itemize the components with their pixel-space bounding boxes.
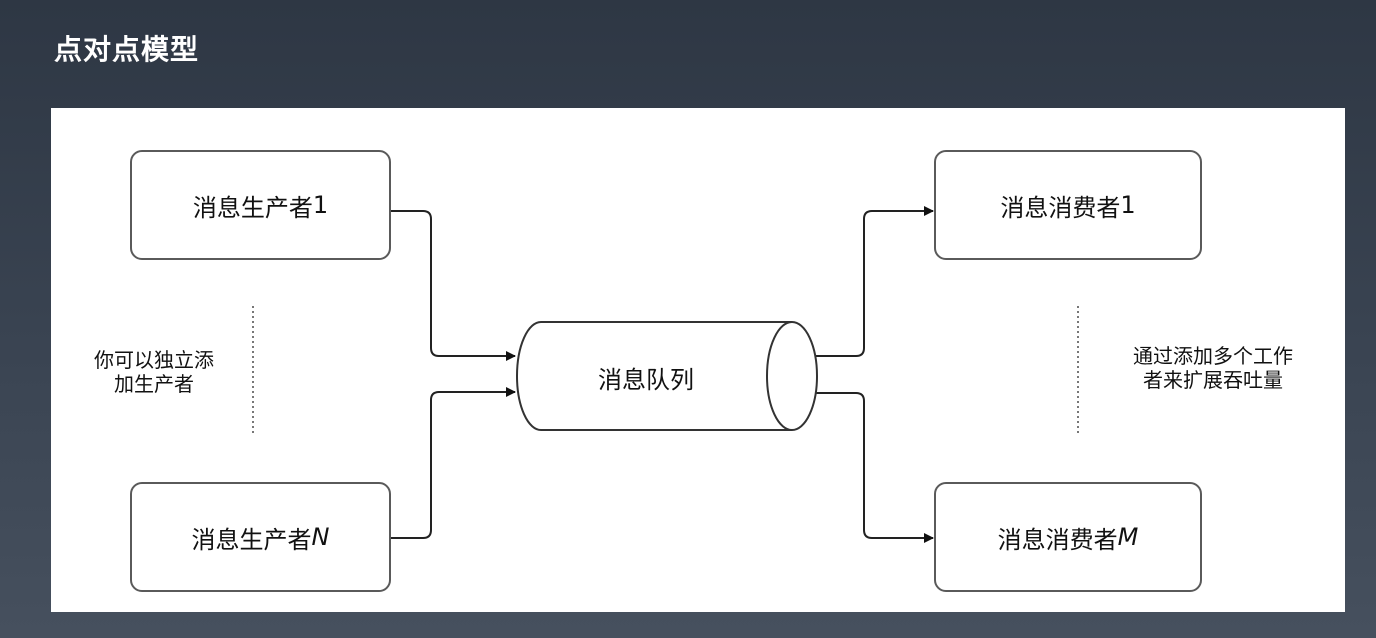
arrow-producer-n-to-queue bbox=[390, 387, 516, 539]
producer-note: 你可以独立添 加生产者 bbox=[69, 348, 239, 396]
consumer-1-suffix: 1 bbox=[1120, 191, 1136, 219]
producer-note-line-1: 你可以独立添 bbox=[94, 348, 214, 372]
message-queue-cylinder-end bbox=[766, 321, 818, 431]
consumer-m-suffix: M bbox=[1117, 523, 1139, 551]
producer-n-label: 消息生产者 bbox=[191, 525, 312, 554]
producer-note-line-2: 加生产者 bbox=[114, 372, 194, 396]
consumer-note-line-2: 者来扩展吞吐量 bbox=[1143, 368, 1283, 392]
producer-n-suffix: N bbox=[311, 523, 330, 551]
producer-1-label: 消息生产者 bbox=[192, 193, 313, 222]
page-title: 点对点模型 bbox=[54, 33, 200, 66]
arrow-queue-to-consumer-1 bbox=[816, 206, 934, 357]
consumer-1-label: 消息消费者 bbox=[1000, 193, 1121, 222]
producer-1-suffix: 1 bbox=[312, 191, 329, 219]
consumer-m-label: 消息消费者 bbox=[997, 525, 1118, 554]
consumer-note: 通过添加多个工作 者来扩展吞吐量 bbox=[1098, 344, 1328, 392]
message-queue-label: 消息队列 bbox=[598, 366, 694, 394]
consumer-note-line-1: 通过添加多个工作 bbox=[1133, 344, 1293, 368]
connector-layer bbox=[252, 206, 1079, 543]
arrow-queue-to-consumer-m bbox=[816, 392, 934, 543]
arrow-producer-1-to-queue bbox=[390, 210, 516, 361]
message-queue-cylinder-body bbox=[516, 321, 792, 431]
